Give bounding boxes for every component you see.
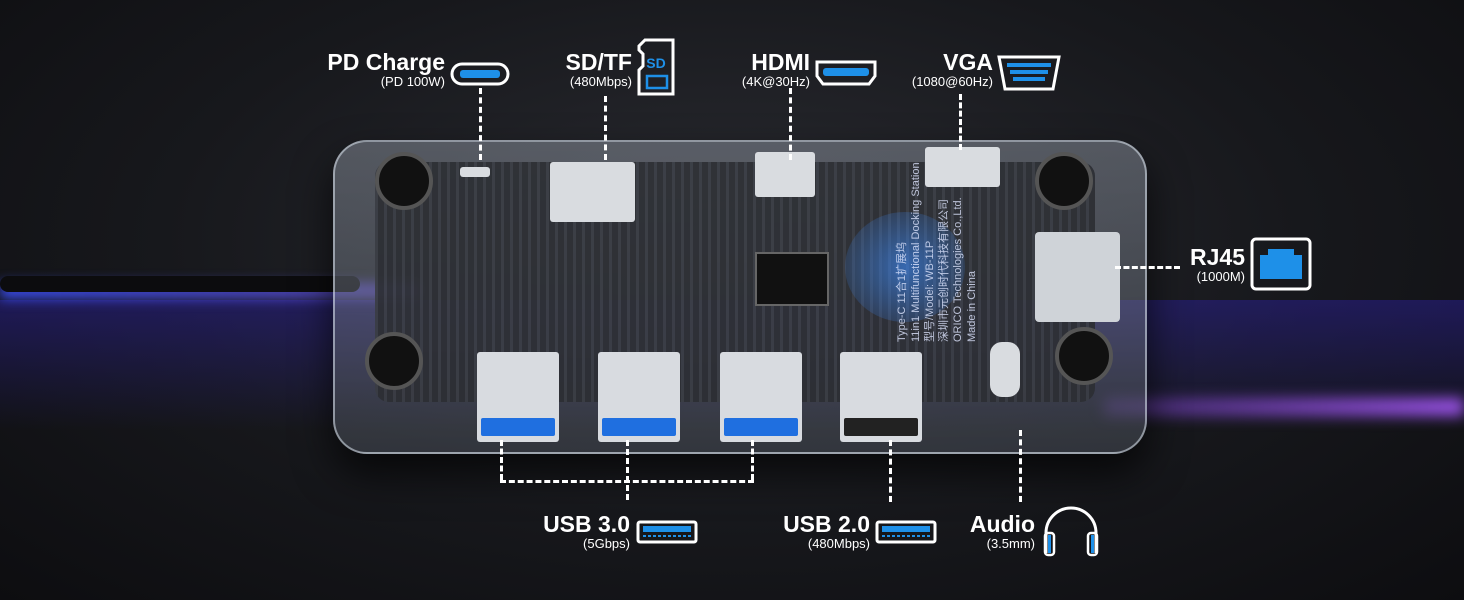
sd-card-slot bbox=[550, 162, 635, 222]
rubber-foot bbox=[1035, 152, 1093, 210]
label-usb2: USB 2.0(480Mbps) bbox=[783, 511, 870, 551]
vga-port bbox=[925, 147, 1000, 187]
headphones-icon bbox=[1043, 506, 1099, 557]
rubber-foot bbox=[1055, 327, 1113, 385]
usb-c-icon bbox=[450, 62, 510, 86]
leader-line-usb3 bbox=[626, 440, 629, 500]
leader-line-hdmi bbox=[789, 88, 792, 160]
usb2-port bbox=[840, 352, 922, 442]
vga-icon bbox=[997, 55, 1061, 91]
chip-glow bbox=[845, 212, 965, 322]
label-hdmi: HDMI(4K@30Hz) bbox=[741, 49, 810, 89]
label-rj45: RJ45(1000M) bbox=[1190, 244, 1245, 284]
leader-line-pd bbox=[479, 88, 482, 160]
label-vga: VGA(1080@60Hz) bbox=[911, 49, 993, 89]
usb3-port bbox=[720, 352, 802, 442]
leader-line-audio bbox=[1019, 430, 1022, 502]
usb-a-icon bbox=[875, 520, 937, 544]
usb-c-cable bbox=[0, 276, 360, 292]
rubber-foot bbox=[375, 152, 433, 210]
rj45-port bbox=[1035, 232, 1120, 322]
controller-chip bbox=[755, 252, 829, 306]
svg-text:SD: SD bbox=[646, 55, 665, 71]
usb3-port bbox=[598, 352, 680, 442]
label-sd-tf: SD/TF(480Mbps) bbox=[565, 49, 632, 89]
hdmi-port bbox=[755, 152, 815, 197]
audio-jack bbox=[990, 342, 1020, 397]
rubber-foot bbox=[365, 332, 423, 390]
leader-line-usb3 bbox=[500, 440, 503, 480]
label-usb3: USB 3.0(5Gbps) bbox=[543, 511, 630, 551]
usb-c-port bbox=[460, 167, 490, 177]
sd-card-icon: SD bbox=[637, 38, 675, 96]
leader-line-usb2 bbox=[889, 440, 892, 502]
leader-line-sd bbox=[604, 96, 607, 160]
usb-a-icon bbox=[636, 520, 698, 544]
label-pd-charge: PD Charge(PD 100W) bbox=[327, 49, 445, 89]
ethernet-icon bbox=[1250, 237, 1312, 291]
leader-line-usb3 bbox=[751, 440, 754, 480]
usb3-port bbox=[477, 352, 559, 442]
leader-line-vga bbox=[959, 94, 962, 150]
label-audio: Audio(3.5mm) bbox=[969, 511, 1035, 551]
leader-line-usb3 bbox=[500, 480, 754, 483]
purple-light-strip bbox=[1104, 398, 1464, 416]
hdmi-icon bbox=[815, 60, 877, 86]
leader-line-rj45 bbox=[1115, 266, 1180, 269]
